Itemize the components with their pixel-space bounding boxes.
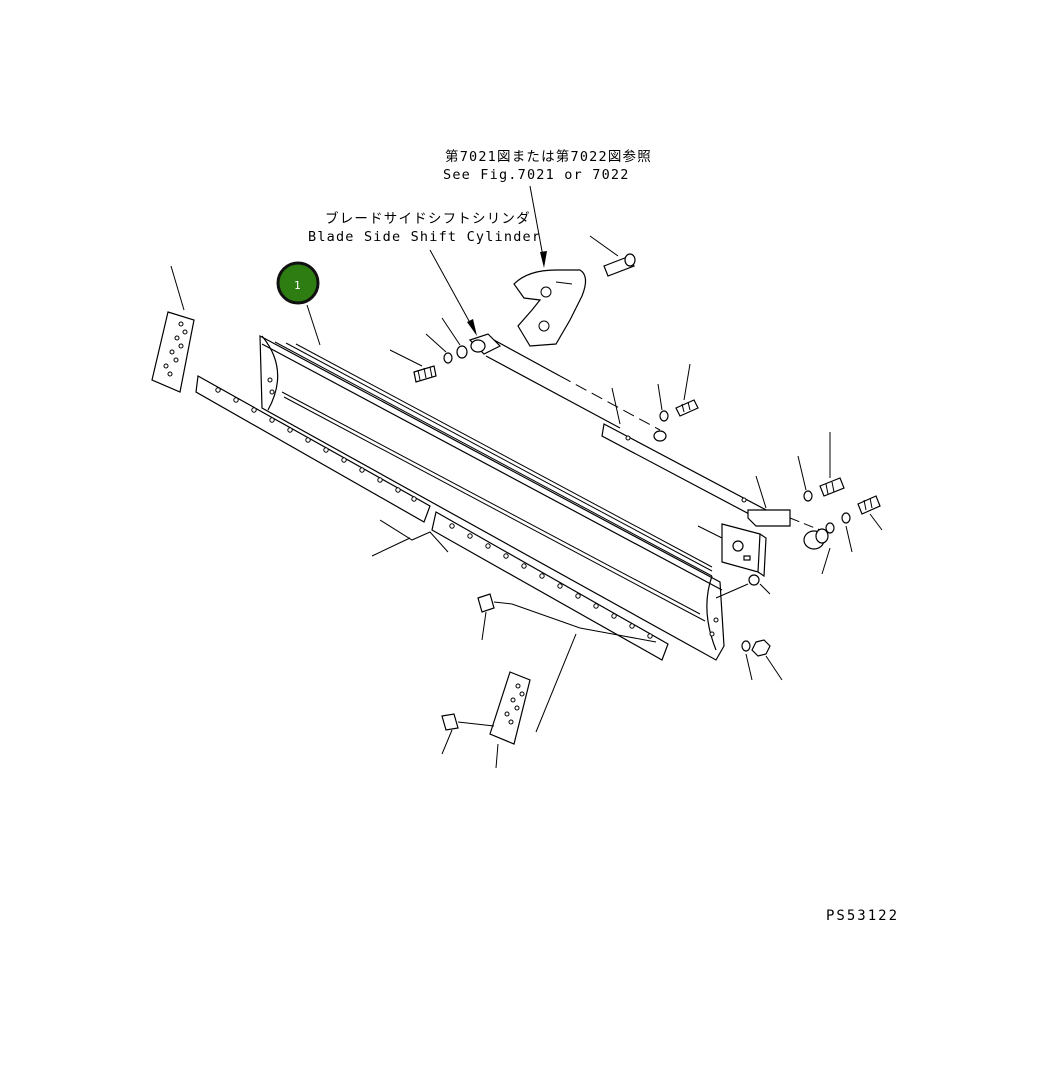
washer-rail xyxy=(657,383,669,422)
side-shift-cylinder xyxy=(468,333,667,442)
callout-circle xyxy=(276,261,320,305)
end-bit-left xyxy=(151,265,195,393)
ref-fig-label-en: See Fig.7021 or 7022 xyxy=(443,167,630,183)
spacer-cylinder xyxy=(441,317,468,359)
ref-fig-leader xyxy=(529,185,547,268)
bolt-upper-right xyxy=(819,432,845,497)
washer-cylinder xyxy=(425,333,453,364)
callout-1[interactable]: 1 xyxy=(276,261,320,305)
callout-number: 1 xyxy=(294,279,301,292)
washer-right-2 xyxy=(841,512,853,553)
bushing-right xyxy=(803,528,831,575)
bolt-cylinder xyxy=(389,349,437,383)
cylinder-leader xyxy=(429,249,477,336)
cutting-edge-left xyxy=(195,375,431,523)
pin xyxy=(589,235,636,277)
blade-moldboard xyxy=(259,334,725,661)
bolt-rail xyxy=(675,363,699,417)
end-bit-right xyxy=(489,671,531,769)
bolt-lower-middle xyxy=(477,593,657,643)
bolt-end-bit xyxy=(441,633,577,755)
side-bar xyxy=(747,475,821,531)
nut-lower-right xyxy=(751,639,783,681)
ref-fig-label-ja: 第7021図または第7022図参照 xyxy=(445,148,652,165)
cylinder-label-en: Blade Side Shift Cylinder xyxy=(308,229,541,245)
mount-plate xyxy=(697,523,767,578)
cutting-edge-leader xyxy=(371,519,449,557)
cylinder-label-ja: ブレードサイドシフトシリンダ xyxy=(325,210,531,227)
callout-leader xyxy=(306,304,321,346)
bolt-right xyxy=(857,495,883,531)
washer-upper-right xyxy=(797,455,813,502)
cutting-edge-right xyxy=(431,511,669,661)
mount-bracket xyxy=(513,269,587,347)
bolt-mount-lower xyxy=(715,574,771,599)
washer-lower-right xyxy=(741,640,753,681)
drawing-code: PS53122 xyxy=(826,908,899,924)
washer-right xyxy=(825,522,835,534)
